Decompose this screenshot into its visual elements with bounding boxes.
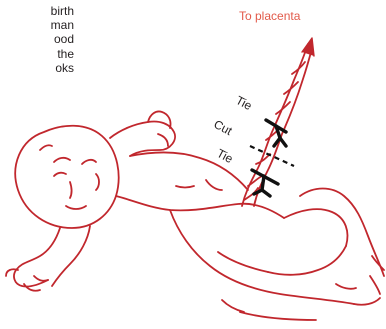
baby-lower-arm — [6, 226, 90, 291]
baby-raised-arm — [110, 111, 175, 156]
tie-clamp-lower — [252, 170, 278, 196]
baby-head — [15, 126, 118, 228]
